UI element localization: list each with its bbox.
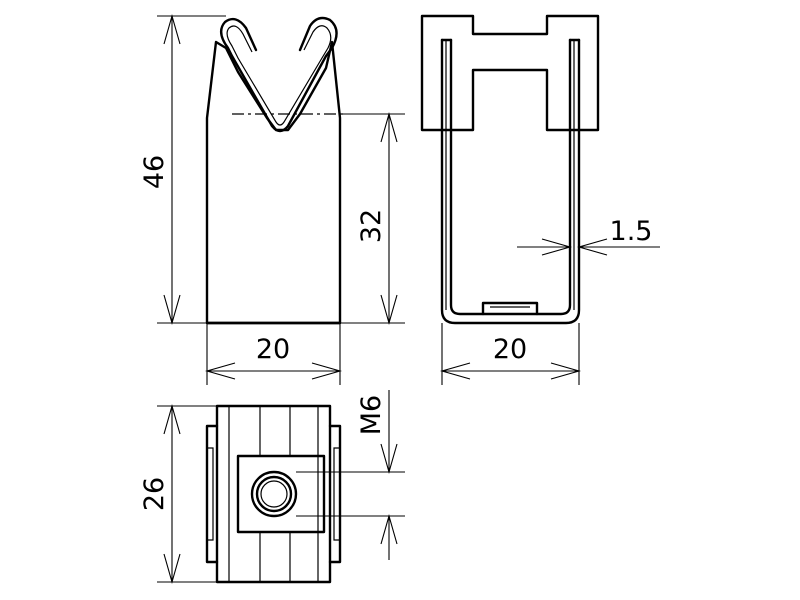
arrow-head <box>550 362 582 380</box>
top-view-left-ear <box>205 424 219 564</box>
threaded-hole-outer <box>250 470 298 518</box>
side-view-strap-inner <box>449 38 572 316</box>
dimension-label-20-front: 20 <box>256 334 290 365</box>
top-view-right-ear-inner <box>333 447 340 541</box>
arrow-head <box>541 238 573 256</box>
arrow-head <box>380 294 398 326</box>
arrow-head <box>380 111 398 143</box>
dimension-m6: M6 <box>296 390 405 560</box>
arrow-head <box>576 238 608 256</box>
side-view-nut-boss <box>481 301 539 316</box>
side-view-strap-outer <box>440 38 581 325</box>
arrow-head <box>204 362 236 380</box>
threaded-hole-core <box>260 480 288 508</box>
arrow-head <box>163 294 181 326</box>
arrow-head <box>380 513 398 545</box>
v-spring-clip <box>220 16 338 133</box>
arrow-head <box>163 553 181 585</box>
arrow-head <box>311 362 343 380</box>
v-spring-clip-inner <box>226 25 332 126</box>
dimension-label-46: 46 <box>139 155 170 189</box>
dimension-label-32: 32 <box>356 209 387 243</box>
top-view-right-ear <box>328 424 342 564</box>
front-view <box>205 16 345 325</box>
arrow-head <box>439 362 471 380</box>
threaded-hole-inner <box>255 475 293 513</box>
top-view-nut-plate <box>236 454 326 534</box>
top-view-body <box>215 404 332 584</box>
front-view-body-outline <box>205 40 342 325</box>
dimension-label-26: 26 <box>139 477 170 511</box>
dimension-label-m6: M6 <box>356 395 387 435</box>
top-view <box>205 404 342 584</box>
dimension-32: 32 <box>340 111 405 326</box>
dimension-label-20-side: 20 <box>493 334 527 365</box>
dimension-20-side: 20 <box>439 323 582 385</box>
dimension-1-5: 1.5 <box>517 216 660 256</box>
side-view <box>420 14 600 325</box>
dimension-20-front: 20 <box>204 323 343 385</box>
dimension-label-1-5: 1.5 <box>610 216 653 247</box>
arrow-head <box>163 13 181 45</box>
top-view-left-ear-inner <box>207 447 214 541</box>
side-view-saddle <box>420 14 600 132</box>
arrow-head <box>163 403 181 435</box>
arrow-head <box>380 443 398 475</box>
dimension-26: 26 <box>139 403 217 585</box>
dimension-46: 46 <box>139 13 226 326</box>
